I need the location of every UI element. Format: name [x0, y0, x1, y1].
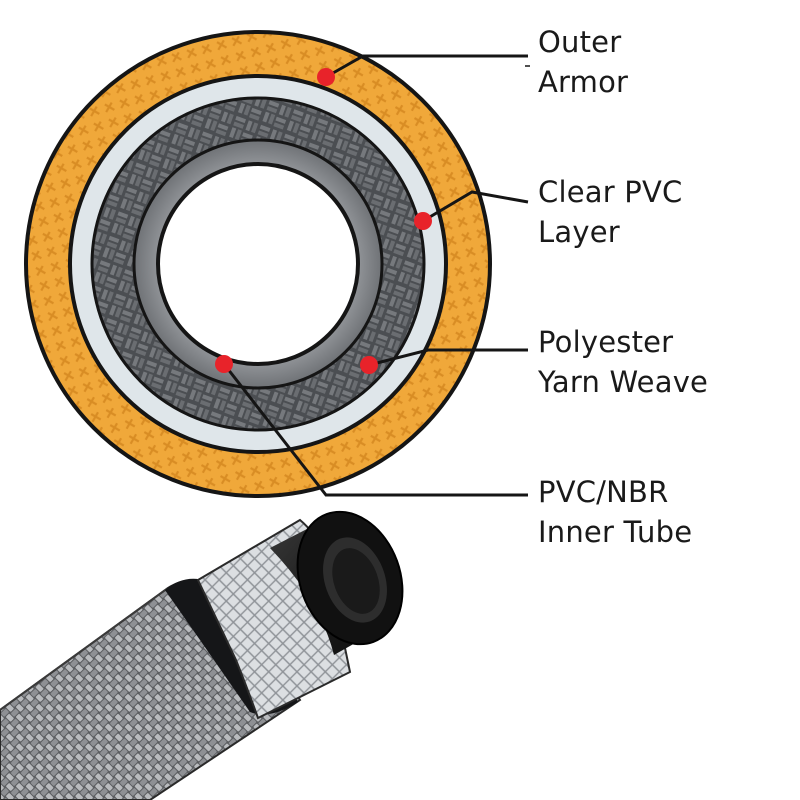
label-outer-armor-line1: Outer	[538, 25, 622, 59]
leader-yarn-weave	[368, 348, 528, 367]
marker-inner-tube	[215, 355, 233, 373]
label-clear-pvc-line1: Clear PVC	[538, 175, 683, 209]
label-clear-pvc: Clear PVC Layer	[538, 172, 682, 252]
label-yarn-weave-line1: Polyester	[538, 325, 674, 359]
label-yarn-weave: Polyester Yarn Weave	[538, 322, 708, 402]
leader-lines	[222, 54, 529, 497]
hose-bore	[156, 162, 360, 366]
marker-clear-pvc	[414, 212, 432, 230]
label-outer-armor-line2: Armor	[538, 65, 629, 99]
label-outer-armor: Outer Armor	[538, 22, 628, 102]
leader-clear-pvc	[422, 190, 529, 223]
label-inner-tube: PVC/NBR Inner Tube	[538, 472, 692, 552]
leader-outer-armor	[325, 54, 528, 79]
marker-yarn-weave	[360, 356, 378, 374]
label-clear-pvc-line2: Layer	[538, 215, 620, 249]
markers	[215, 68, 432, 374]
leader-inner-tube	[222, 363, 528, 497]
hose-cutaway-illustration	[0, 510, 404, 800]
cross-section	[24, 30, 492, 498]
label-inner-tube-line2: Inner Tube	[538, 515, 693, 549]
label-yarn-weave-line2: Yarn Weave	[538, 365, 709, 399]
label-inner-tube-line1: PVC/NBR	[538, 475, 669, 509]
marker-outer-armor	[317, 68, 335, 86]
